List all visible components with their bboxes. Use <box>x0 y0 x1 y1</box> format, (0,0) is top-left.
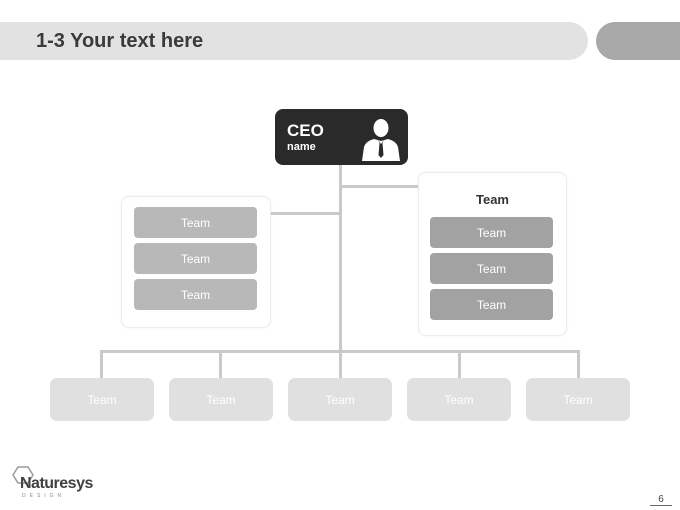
hexagon-logo-icon <box>12 466 34 484</box>
connector-left-branch <box>268 212 341 215</box>
connector-ceo-trunk <box>339 165 342 353</box>
logo-name: Naturesys <box>20 475 93 492</box>
ceo-title: CEO <box>287 121 324 140</box>
team-box-bottom: Team <box>169 378 273 421</box>
connector-bottom-drop <box>458 350 461 379</box>
page-number: 6 <box>650 494 672 506</box>
team-box-bottom: Team <box>407 378 511 421</box>
ceo-name: name <box>287 141 316 153</box>
connector-bottom-drop <box>100 350 103 379</box>
team-box-bottom: Team <box>288 378 392 421</box>
connector-bottom-drop <box>219 350 222 379</box>
team-box: Team <box>134 279 257 310</box>
team-box: Team <box>430 217 553 248</box>
connector-right-branch <box>339 185 419 188</box>
team-box-bottom: Team <box>50 378 154 421</box>
team-box: Team <box>134 243 257 274</box>
businessman-icon <box>362 119 400 161</box>
ceo-box: CEO name <box>275 109 408 165</box>
slide-title: 1-3 Your text here <box>36 30 204 52</box>
team-box: Team <box>134 207 257 238</box>
right-group-title: Team <box>476 192 509 207</box>
team-box-bottom: Team <box>526 378 630 421</box>
title-bar <box>0 22 588 60</box>
title-accent-pill <box>596 22 680 60</box>
team-box: Team <box>430 253 553 284</box>
connector-bottom-drop <box>339 350 342 379</box>
connector-bottom-drop <box>577 350 580 379</box>
logo-tagline: DESIGN <box>22 493 66 499</box>
team-box: Team <box>430 289 553 320</box>
